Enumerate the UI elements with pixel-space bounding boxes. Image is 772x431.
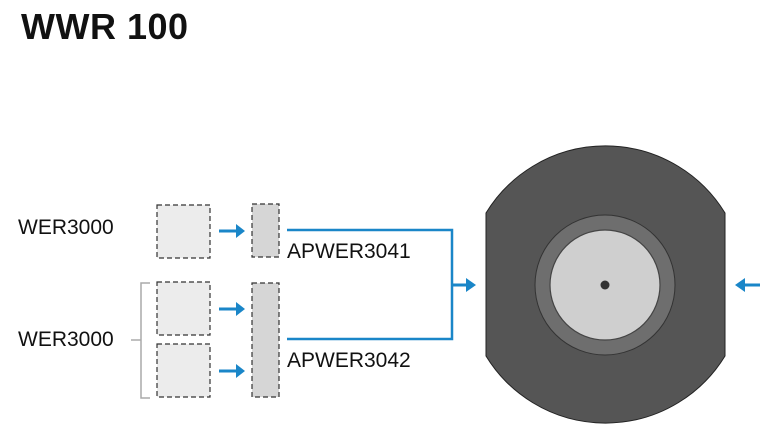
group-2-bracket — [131, 282, 150, 399]
arrow-right-icon — [219, 224, 245, 238]
group-2-label: WER3000 — [18, 328, 114, 351]
housing — [485, 145, 726, 424]
adapter-apwer3042 — [251, 282, 280, 398]
arrow-left-icon — [735, 278, 760, 292]
arrow-right-icon — [452, 278, 476, 292]
arrow-right-icon — [219, 364, 245, 378]
group-1-label: WER3000 — [18, 216, 114, 239]
center-dot-icon — [600, 280, 610, 290]
connector-line-2 — [287, 285, 454, 341]
module-slot-1 — [156, 204, 211, 259]
arrow-right-icon — [219, 302, 245, 316]
module-slot-3 — [156, 343, 211, 398]
adapter-1-label: APWER3041 — [287, 240, 411, 263]
page-title: WWR 100 — [21, 6, 189, 47]
adapter-apwer3041 — [251, 203, 280, 258]
module-slot-2 — [156, 281, 211, 336]
adapter-2-label: APWER3042 — [287, 349, 411, 372]
connector-line-1 — [287, 228, 454, 285]
